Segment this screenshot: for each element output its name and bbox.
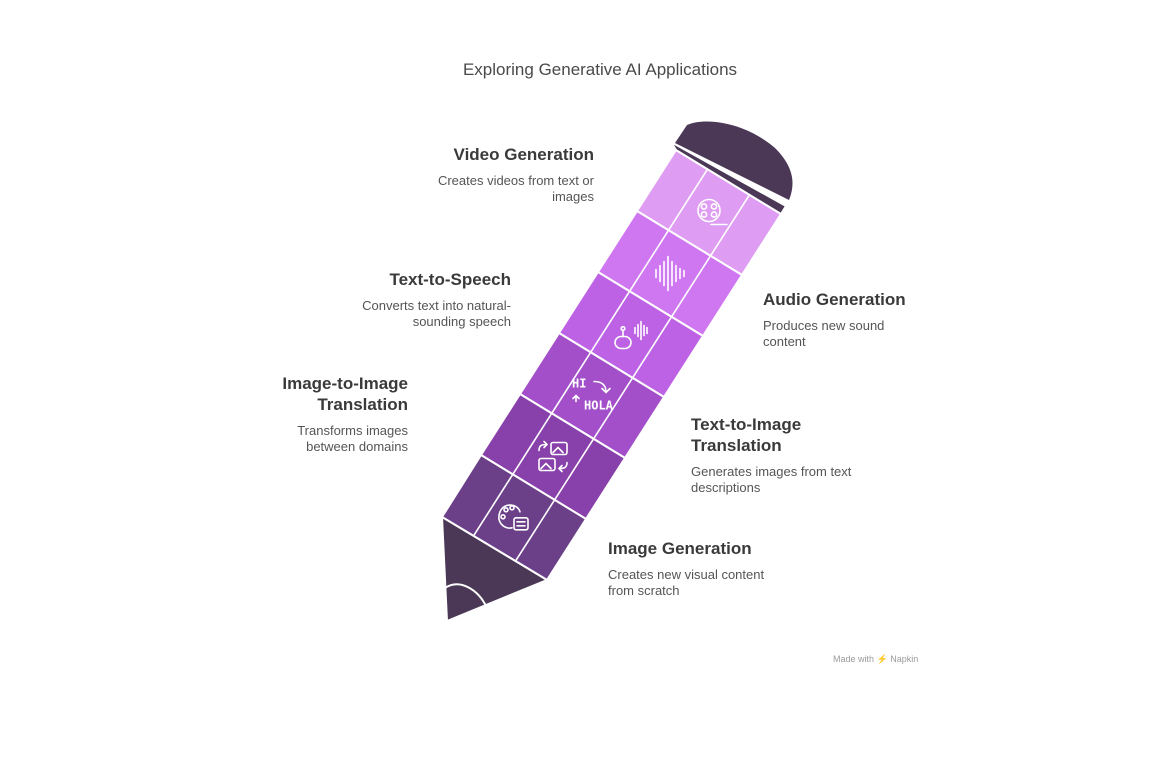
label-description: Transforms images between domains <box>297 423 408 454</box>
label-image-to-image: Image-to-Image Translation Transforms im… <box>148 373 408 455</box>
diagram-title: Exploring Generative AI Applications <box>462 60 738 79</box>
film-reel-icon <box>697 198 728 226</box>
language-translate-icon: HI HOLA <box>572 377 614 413</box>
pencil-lead-line <box>444 583 487 607</box>
pencil-eraser <box>675 121 793 200</box>
label-image-generation: Image Generation Creates new visual cont… <box>608 538 788 599</box>
label-description: Produces new sound content <box>763 318 885 349</box>
sound-wave-icon <box>655 255 685 292</box>
label-text-to-speech: Text-to-Speech Converts text into natura… <box>251 269 511 330</box>
label-description: Generates images from text descriptions <box>691 464 852 495</box>
label-heading: Video Generation <box>453 145 594 164</box>
label-heading: Text-to-Image Translation <box>691 415 802 455</box>
palette-icon <box>498 504 529 531</box>
label-audio-generation: Audio Generation Produces new sound cont… <box>763 289 1023 350</box>
label-heading: Image-to-Image Translation <box>282 374 408 414</box>
icon-text-hola: HOLA <box>584 399 614 413</box>
label-description: Converts text into natural-sounding spee… <box>362 298 511 329</box>
label-heading: Text-to-Speech <box>389 270 511 289</box>
label-description: Creates new visual content from scratch <box>608 567 765 598</box>
label-heading: Image Generation <box>608 539 752 558</box>
pencil-groove-line <box>472 168 709 537</box>
napkin-credit: Made with ⚡ Napkin <box>833 654 919 664</box>
pencil-tip <box>440 515 550 623</box>
label-video-generation: Video Generation Creates videos from tex… <box>334 144 594 205</box>
image-swap-icon <box>538 440 568 473</box>
pencil-ferrule <box>670 141 788 216</box>
label-heading: Audio Generation <box>763 290 906 309</box>
label-description: Creates videos from text or images <box>437 173 594 204</box>
icon-text-hi: HI <box>572 377 586 391</box>
label-text-to-image: Text-to-Image Translation Generates imag… <box>691 414 871 496</box>
pencil-groove-line <box>514 194 751 562</box>
speaking-robot-icon <box>614 320 648 350</box>
